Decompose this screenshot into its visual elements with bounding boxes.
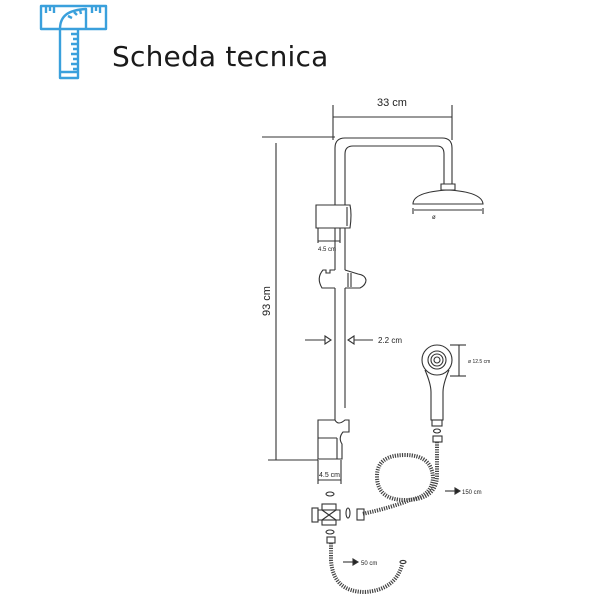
page-title: Scheda tecnica [112, 40, 329, 73]
top-bracket-label: 4.5 cm [318, 247, 336, 253]
bottom-bracket-label: 4.5 cm [319, 472, 340, 479]
hose-length-label: 150 cm [462, 490, 482, 496]
ruler-t-icon [39, 4, 108, 80]
arm-length-label: 33 cm [377, 97, 407, 109]
flexible-connection-hose [326, 536, 407, 595]
shower-riser-bar [334, 137, 453, 420]
flex-hose-length-label: 50 cm [361, 561, 377, 567]
overhead-shower-head [412, 183, 484, 214]
height-dimension [262, 136, 335, 461]
overhead-shower-diameter-label: ø [432, 215, 436, 221]
arm-length-dimension [332, 105, 453, 140]
bar-diameter-label: 2.2 cm [378, 336, 402, 345]
bar-diameter-dimension [305, 334, 373, 346]
header: Scheda tecnica [38, 2, 358, 82]
hand-shower-diameter-label: ø 12.5 cm [468, 359, 490, 365]
diverter-valve [311, 491, 351, 535]
hand-shower [421, 344, 466, 443]
bottom-wall-bracket [317, 419, 350, 484]
top-wall-bracket [315, 204, 352, 243]
height-label: 93 cm [261, 286, 273, 316]
sliding-hand-shower-holder [318, 269, 367, 289]
shower-hose [361, 442, 439, 516]
